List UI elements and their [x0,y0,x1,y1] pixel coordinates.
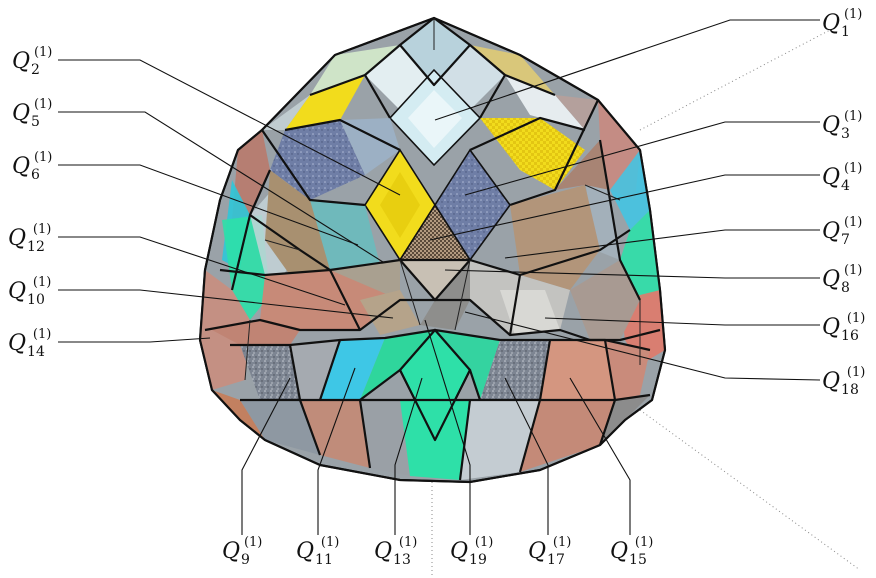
label-q5: Q5(1) [12,97,52,130]
label-q9: Q9(1) [222,535,262,568]
label-q2: Q2(1) [12,45,52,78]
label-q16: Q16(1) [822,311,865,344]
label-q7: Q7(1) [822,215,862,248]
label-q4: Q4(1) [822,161,862,194]
label-q10: Q10(1) [8,275,51,308]
label-q8: Q8(1) [822,263,862,296]
polyhedron [200,18,665,482]
label-q19: Q19(1) [450,535,493,568]
label-q17: Q17(1) [528,535,571,568]
label-q12: Q12(1) [8,222,51,255]
label-q13: Q13(1) [374,535,417,568]
label-q11: Q11(1) [296,535,339,568]
label-q3: Q3(1) [822,109,862,142]
label-q1: Q1(1) [822,7,862,40]
label-q14: Q14(1) [8,327,51,360]
label-q6: Q6(1) [12,150,52,183]
leader-q14 [58,338,210,342]
label-q18: Q18(1) [822,365,865,398]
label-q15: Q15(1) [610,535,653,568]
